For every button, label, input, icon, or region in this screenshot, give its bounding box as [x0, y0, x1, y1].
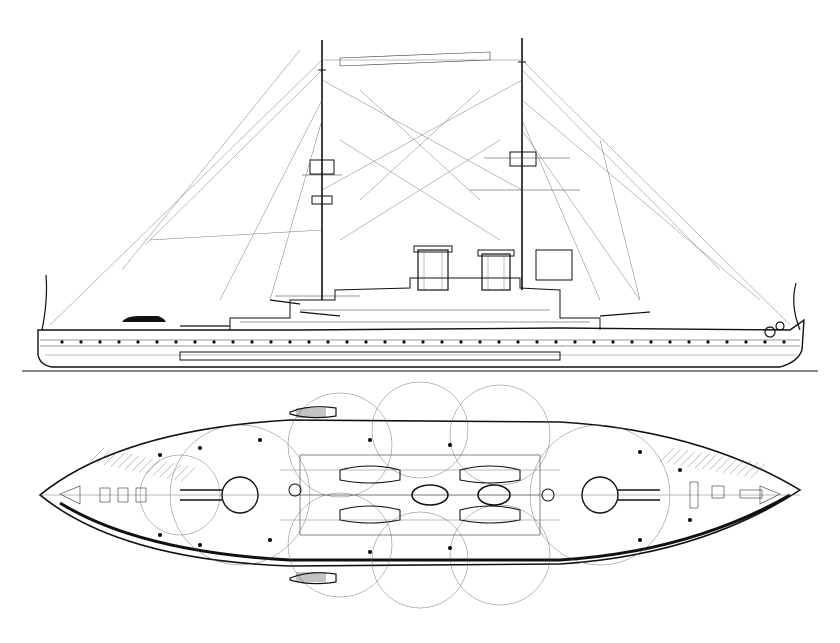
deck-fittings [59, 481, 781, 509]
bollard [688, 518, 692, 522]
porthole [459, 340, 463, 344]
porthole [535, 340, 539, 344]
porthole [307, 340, 311, 344]
mainmast [470, 38, 580, 290]
bollard [368, 550, 372, 554]
side-guns [180, 299, 651, 327]
bollard [448, 546, 452, 550]
side-boats [289, 406, 337, 585]
porthole [478, 340, 482, 344]
porthole [98, 340, 102, 344]
porthole [649, 340, 653, 344]
porthole [288, 340, 292, 344]
bollard [198, 543, 202, 547]
bollard [198, 446, 202, 450]
bollard [638, 538, 642, 542]
porthole [763, 340, 767, 344]
porthole [706, 340, 710, 344]
side-elevation [22, 38, 818, 372]
funnels [413, 245, 515, 291]
porthole [573, 340, 577, 344]
porthole [402, 340, 406, 344]
porthole [440, 340, 444, 344]
turrets [180, 476, 660, 514]
bollard [158, 453, 162, 457]
porthole [345, 340, 349, 344]
deck-boat [122, 316, 166, 322]
firing-arcs [139, 381, 671, 609]
porthole [687, 340, 691, 344]
porthole [117, 340, 121, 344]
porthole [174, 340, 178, 344]
porthole [136, 340, 140, 344]
porthole [725, 340, 729, 344]
porthole [630, 340, 634, 344]
porthole [193, 340, 197, 344]
porthole [592, 340, 596, 344]
deck-outline [38, 419, 802, 567]
porthole [326, 340, 330, 344]
porthole [231, 340, 235, 344]
porthole [250, 340, 254, 344]
bollards [158, 438, 692, 554]
bollard [678, 468, 682, 472]
bollard [258, 438, 262, 442]
foremast [302, 40, 342, 300]
porthole [668, 340, 672, 344]
porthole [383, 340, 387, 344]
anchor-port [764, 326, 776, 338]
porthole [155, 340, 159, 344]
central-structures [280, 454, 560, 536]
porthole [744, 340, 748, 344]
porthole [364, 340, 368, 344]
bollard [268, 538, 272, 542]
rigging [49, 49, 791, 326]
bollard [638, 450, 642, 454]
portholes [60, 340, 786, 344]
bollard [158, 533, 162, 537]
bollard [368, 438, 372, 442]
bollard [448, 443, 452, 447]
signal-yard [339, 51, 491, 67]
porthole [782, 340, 786, 344]
porthole [611, 340, 615, 344]
porthole [554, 340, 558, 344]
porthole [60, 340, 64, 344]
porthole [516, 340, 520, 344]
porthole [421, 340, 425, 344]
deck-hatching [89, 447, 766, 482]
porthole [269, 340, 273, 344]
superstructure [229, 277, 601, 330]
porthole [79, 340, 83, 344]
porthole [212, 340, 216, 344]
deck-plan [38, 381, 802, 609]
hull-side [37, 318, 805, 368]
porthole [497, 340, 501, 344]
